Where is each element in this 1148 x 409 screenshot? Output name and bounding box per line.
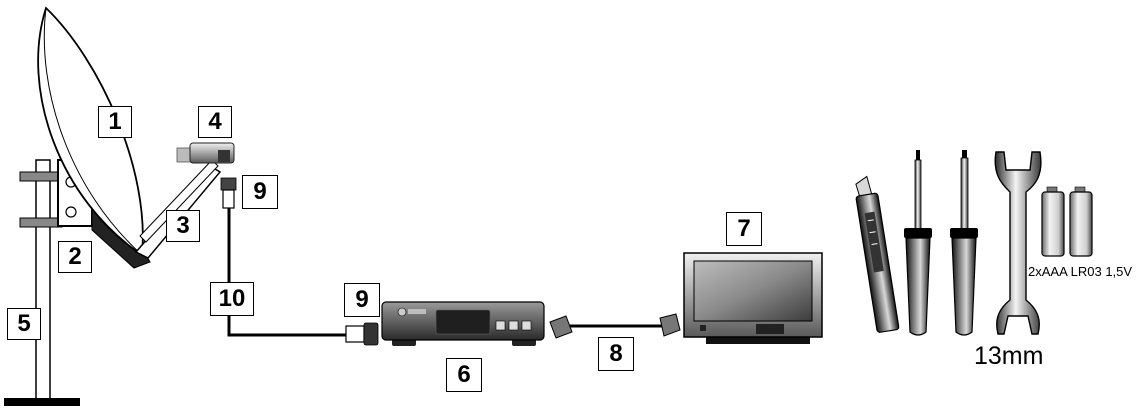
callout-7: 7 <box>726 212 762 246</box>
mast-pole-icon <box>4 159 80 406</box>
wrench-icon <box>994 151 1042 335</box>
battery-icon <box>1041 186 1065 257</box>
television-icon <box>683 252 823 344</box>
callout-9-receiver: 9 <box>344 283 380 317</box>
wrench-size-caption: 13mm <box>974 342 1044 370</box>
battery-caption: 2xAAA LR03 1,5V <box>1028 264 1133 279</box>
callout-5: 5 <box>7 308 41 340</box>
callout-2: 2 <box>58 241 92 273</box>
battery-icon <box>1069 186 1093 257</box>
callout-3: 3 <box>166 210 200 242</box>
callout-1: 1 <box>98 106 132 138</box>
callout-10: 10 <box>210 282 254 316</box>
callout-6: 6 <box>446 358 482 392</box>
f-connector-icon <box>345 322 379 346</box>
receiver-icon <box>381 301 545 346</box>
scart-cable-icon <box>549 313 681 339</box>
coaxial-cable-icon <box>227 208 350 337</box>
phillips-screwdriver-icon <box>904 150 932 336</box>
lnb-icon <box>176 142 235 164</box>
utility-knife-icon <box>855 175 900 333</box>
callout-4: 4 <box>198 106 232 138</box>
callout-8: 8 <box>598 337 634 371</box>
callout-9-lnb: 9 <box>242 175 278 209</box>
f-connector-icon <box>220 177 237 209</box>
lnb-arm-icon <box>134 159 222 259</box>
flat-screwdriver-icon <box>950 150 978 336</box>
